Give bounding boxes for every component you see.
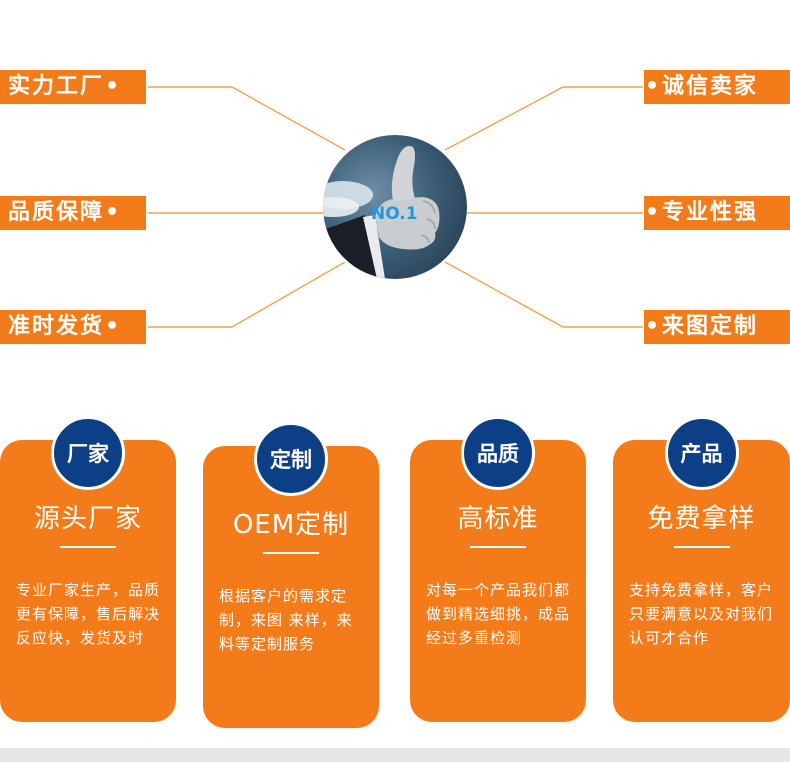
card-quality: 品质 高标准 对每一个产品我们都做到精选细挑，成品经过多重检测 — [410, 416, 586, 722]
card-free-sample: 产品 免费拿样 支持免费拿样，客户只要满意以及对我们认可才合作 — [613, 416, 790, 722]
card-description: 专业厂家生产，品质更有保障，售后解决反应快，发货及时 — [16, 581, 161, 647]
card-title: 免费拿样 — [647, 504, 756, 534]
label-text: 准时发货 — [8, 314, 105, 339]
card-divider — [263, 552, 319, 554]
feature-label-strength-factory: 实力工厂• — [0, 70, 146, 104]
label-text: 品质保障 — [8, 200, 105, 225]
bottom-divider — [0, 748, 790, 762]
card-description: 根据客户的需求定制，来图 来样，来料等定制服务 — [219, 587, 353, 653]
card-description: 支持免费拿样，客户只要满意以及对我们认可才合作 — [629, 581, 774, 647]
connector-lines — [148, 86, 643, 328]
bullet-dot: • — [644, 314, 662, 339]
card-badge: 产品 — [664, 416, 739, 490]
feature-label-honest-seller: •诚信卖家 — [644, 70, 790, 104]
connector-line — [148, 261, 346, 328]
card-divider — [470, 546, 526, 548]
card-title: 源头厂家 — [33, 504, 142, 534]
label-text: 实力工厂 — [8, 74, 105, 99]
bullet-dot: • — [104, 74, 122, 99]
feature-label-professional: •专业性强 — [644, 196, 790, 230]
label-text: 诚信卖家 — [662, 74, 759, 99]
thumbs-up-no1-icon: NO.1 — [323, 135, 467, 279]
bullet-dot: • — [104, 314, 122, 339]
connector-line — [444, 261, 643, 328]
card-title: 高标准 — [457, 504, 539, 534]
card-badge: 定制 — [254, 422, 328, 496]
bullet-dot: • — [644, 74, 662, 99]
bullet-dot: • — [104, 200, 122, 225]
bullet-dot: • — [644, 200, 662, 225]
card-title: OEM定制 — [232, 510, 350, 540]
card-divider — [60, 546, 116, 548]
feature-label-quality: 品质保障• — [0, 196, 146, 230]
connector-line — [148, 86, 346, 151]
feature-label-delivery: 准时发货• — [0, 310, 146, 344]
card-factory: 厂家 源头厂家 专业厂家生产，品质更有保障，售后解决反应快，发货及时 — [0, 416, 176, 722]
label-text: 专业性强 — [662, 200, 759, 225]
connector-line — [444, 86, 643, 151]
card-badge: 厂家 — [51, 416, 125, 490]
card-description: 对每一个产品我们都做到精选细挑，成品经过多重检测 — [426, 581, 571, 647]
card-divider — [673, 546, 730, 548]
feature-label-custom: •来图定制 — [644, 310, 790, 344]
no1-text: NO.1 — [371, 204, 418, 224]
card-badge: 品质 — [461, 416, 535, 490]
card-oem: 定制 OEM定制 根据客户的需求定制，来图 来样，来料等定制服务 — [203, 422, 379, 728]
label-text: 来图定制 — [662, 314, 759, 339]
